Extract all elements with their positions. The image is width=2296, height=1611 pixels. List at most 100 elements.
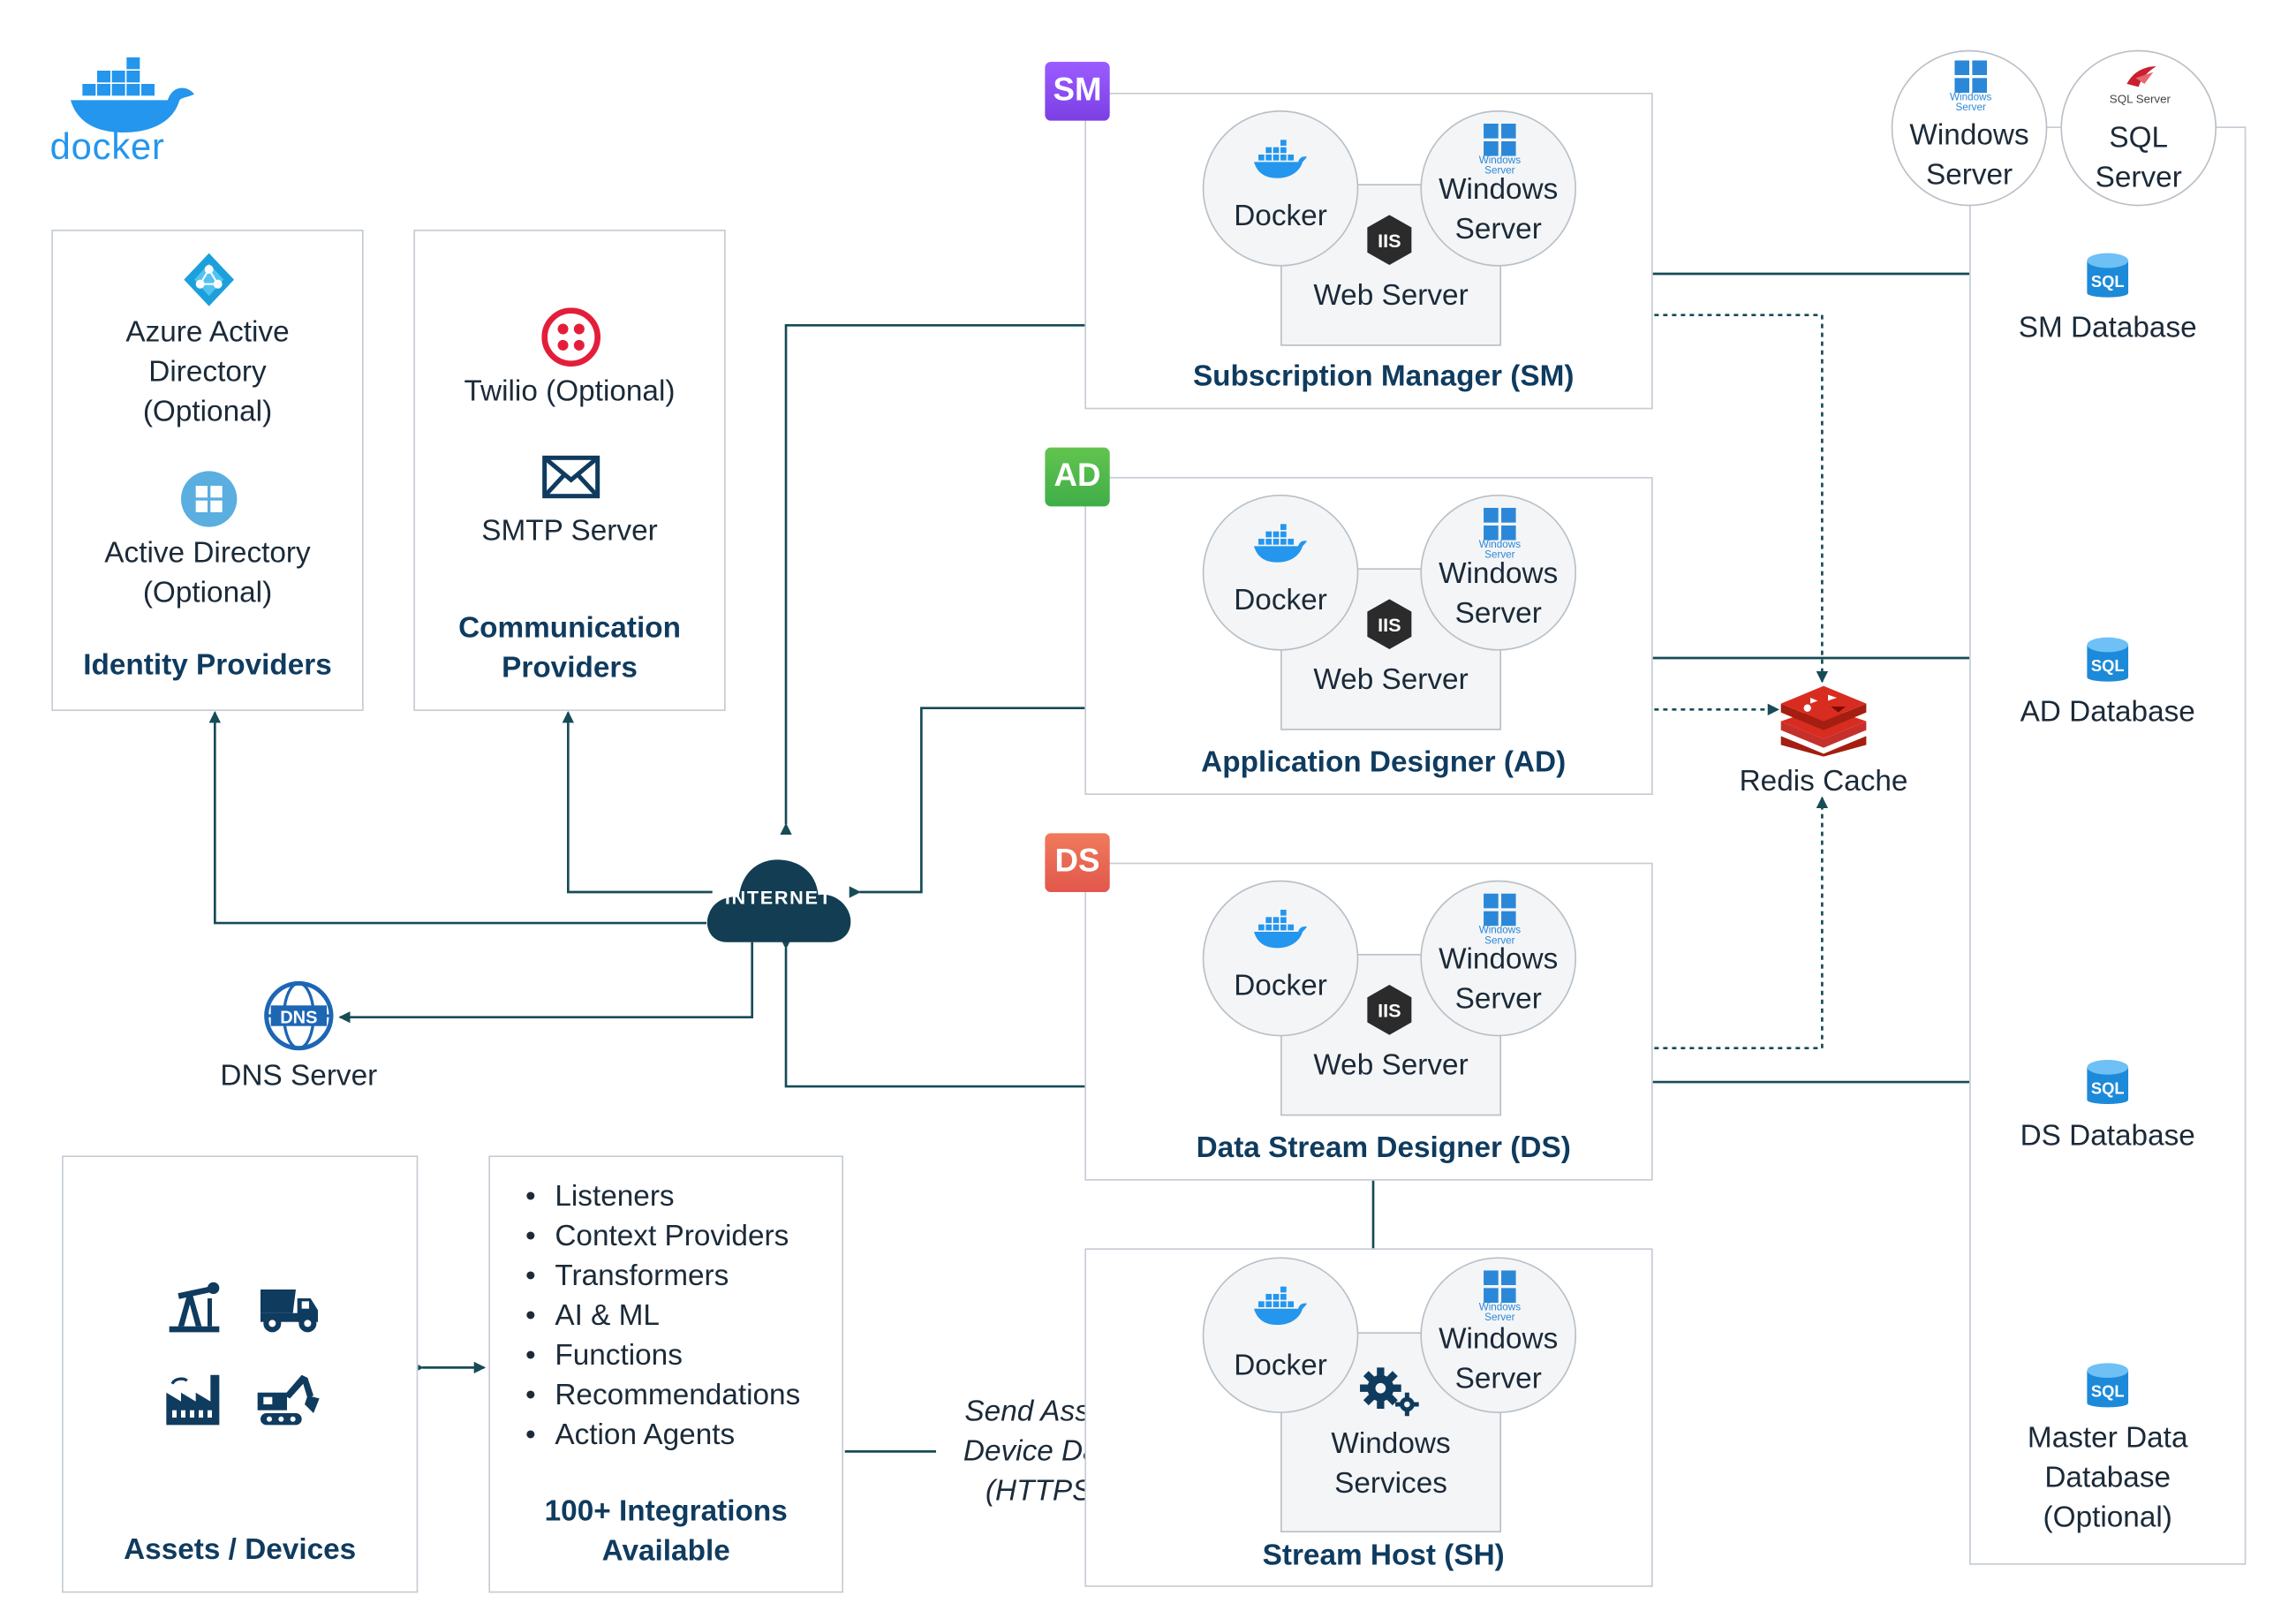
database-icon: SQL <box>2087 637 2129 682</box>
ad-database-label: AD Database <box>2020 696 2195 730</box>
service-title: Data Stream Designer (DS) <box>1196 1131 1571 1165</box>
web-server-label: Web Server <box>1313 1049 1469 1083</box>
svg-text:SQL: SQL <box>2091 272 2125 291</box>
link-internet-identity <box>208 711 707 925</box>
web-server-label: Web Server <box>1313 279 1469 313</box>
docker-whale-icon <box>1254 524 1308 563</box>
integration-item: Action Agents <box>525 1416 800 1456</box>
active-directory-label: Active Directory (Optional) <box>104 537 311 610</box>
docker-whale-icon <box>1254 140 1308 178</box>
redis-label: Redis Cache <box>1739 765 1908 798</box>
windows-server-label: Windows Server <box>1439 173 1559 246</box>
badge-sm: SM <box>1045 62 1110 121</box>
sql-server-circle: SQL Server SQL Server <box>2060 49 2217 207</box>
gears-icon <box>1360 1367 1419 1417</box>
dns-label: DNS Server <box>220 1060 378 1093</box>
iis-icon: IIS <box>1367 215 1412 266</box>
badge-ds: DS <box>1045 833 1110 893</box>
windows-logo-icon <box>1484 124 1516 156</box>
integration-item: Listeners <box>525 1177 800 1217</box>
internet-label: INTERNET <box>724 886 833 909</box>
ad-content: Web Server Docker Windows Server Windows… <box>1084 477 1652 795</box>
windows-server-circle: Windows Server Windows Server <box>1420 110 1577 267</box>
integrations-panel: Listeners Context Providers Transformers… <box>488 1155 844 1593</box>
service-title: Subscription Manager (SM) <box>1192 360 1575 394</box>
iis-text: IIS <box>1378 1000 1401 1022</box>
master-database-label: Master Data Database (Optional) <box>2027 1422 2188 1534</box>
windows-server-label: Windows Server <box>1439 943 1559 1017</box>
factory-icon <box>166 1374 220 1426</box>
dns-globe-icon: DNS <box>264 980 334 1051</box>
windows-server-circle: Windows Server Windows Server <box>1420 880 1577 1037</box>
integrations-list: Listeners Context Providers Transformers… <box>525 1177 800 1456</box>
azure-ad-icon <box>184 253 235 306</box>
docker-circle: Docker <box>1202 880 1359 1037</box>
twilio-icon <box>541 307 601 367</box>
redis-icon <box>1780 685 1867 757</box>
communication-providers-panel: Twilio (Optional) SMTP Server Communicat… <box>413 230 726 712</box>
docker-whale-icon <box>1254 1286 1308 1326</box>
windows-server-small-text: Windows Server <box>1478 540 1522 562</box>
db-windows-server-circle: Windows Server Windows Server <box>1891 49 2048 207</box>
windows-server-circle: Windows Server Windows Server <box>1420 1257 1577 1414</box>
sm-database-icon: SQL <box>2081 250 2134 303</box>
docker-label: Docker <box>1234 200 1327 233</box>
identity-providers-panel: Azure Active Directory (Optional) Active… <box>51 230 364 712</box>
service-title: Stream Host (SH) <box>1262 1539 1505 1573</box>
ds-database-label: DS Database <box>2020 1120 2195 1153</box>
windows-server-small-text: Windows Server <box>1950 93 1992 114</box>
windows-services-block: Windows Services <box>1280 1332 1502 1533</box>
sm-content: Web Server Docker Windows Server Windows… <box>1084 93 1652 409</box>
identity-providers-title: Identity Providers <box>83 649 332 682</box>
master-database-icon: SQL <box>2081 1360 2134 1413</box>
cloud-icon <box>706 859 851 942</box>
internet-cloud: INTERNET <box>704 828 854 945</box>
windows-server-label: Windows Server <box>1439 557 1559 631</box>
envelope-icon <box>542 455 600 499</box>
assets-devices-title: Assets / Devices <box>124 1533 357 1567</box>
windows-server-small-text: Windows Server <box>1478 926 1522 947</box>
iis-icon: IIS <box>1367 599 1412 650</box>
sm-database-label: SM Database <box>2018 312 2197 345</box>
windows-server-label: Windows Server <box>1439 1323 1559 1396</box>
docker-label: Docker <box>1234 970 1327 1003</box>
windows-services-label: Windows Services <box>1331 1427 1451 1501</box>
docker-logo: docker <box>44 50 206 168</box>
svg-text:SQL: SQL <box>2091 656 2125 675</box>
svg-text:DNS: DNS <box>280 1008 317 1027</box>
database-icon: SQL <box>2087 253 2129 298</box>
badge-ad: AD <box>1045 447 1110 507</box>
docker-circle: Docker <box>1202 1257 1359 1414</box>
oil-pump-icon <box>169 1282 220 1333</box>
iis-icon: IIS <box>1367 985 1412 1035</box>
iis-text: IIS <box>1378 614 1401 636</box>
docker-label: Docker <box>1234 584 1327 617</box>
windows-logo-icon <box>1954 60 1988 94</box>
service-title: Application Designer (AD) <box>1201 746 1567 779</box>
docker-wordmark: docker <box>49 126 165 169</box>
excavator-icon <box>257 1374 320 1426</box>
windows-server-small-text: Windows Server <box>1478 155 1522 178</box>
windows-server-small-text: Windows Server <box>1478 1303 1522 1324</box>
windows-logo-icon <box>1484 893 1516 927</box>
integration-item: Context Providers <box>525 1217 800 1257</box>
integration-item: Transformers <box>525 1257 800 1297</box>
dump-truck-icon <box>261 1290 319 1333</box>
integration-item: Recommendations <box>525 1376 800 1416</box>
twilio-label: Twilio (Optional) <box>464 375 676 408</box>
sql-server-label: SQL Server <box>2095 122 2182 195</box>
windows-logo-icon <box>1484 508 1516 541</box>
ds-database-icon: SQL <box>2081 1057 2134 1110</box>
svg-text:SQL: SQL <box>2091 1078 2125 1097</box>
docker-circle: Docker <box>1202 110 1359 267</box>
ad-database-icon: SQL <box>2081 634 2134 687</box>
communication-providers-title: Communication Providers <box>458 612 681 685</box>
integration-item: AI & ML <box>525 1297 800 1336</box>
link-internet-communication <box>562 711 713 894</box>
ds-content: Web Server Docker Windows Server Windows… <box>1084 863 1652 1181</box>
docker-whale-icon <box>71 57 195 133</box>
docker-circle: Docker <box>1202 495 1359 651</box>
db-windows-server-label: Windows Server <box>1909 119 2029 192</box>
web-server-label: Web Server <box>1313 663 1469 697</box>
